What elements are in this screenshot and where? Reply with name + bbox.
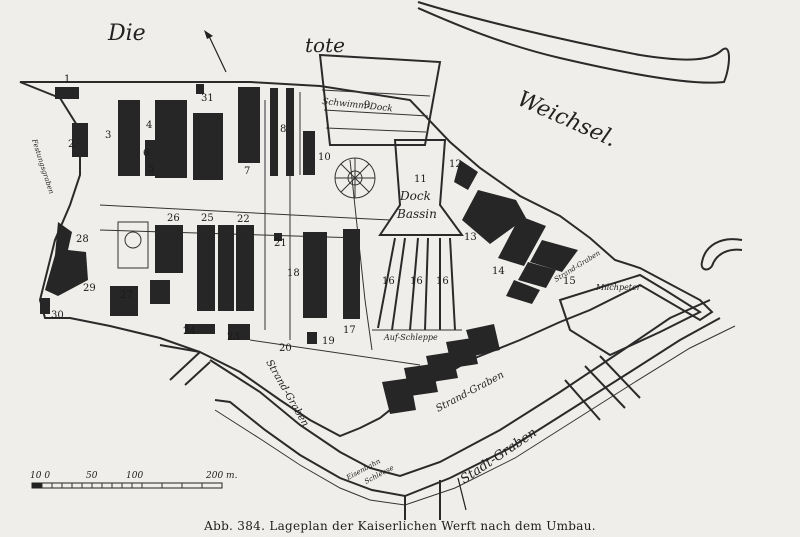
dock-bassin: [378, 139, 464, 236]
label-tote: tote: [305, 33, 345, 57]
scale-tick-50: 50: [86, 471, 98, 481]
label-num-3: 3: [105, 130, 111, 141]
label-die: Die: [107, 21, 146, 46]
label-num-22: 22: [237, 214, 250, 225]
canal-stub-left: [169, 351, 211, 386]
label-num-15: 15: [563, 276, 576, 287]
label-num-7: 7: [244, 166, 250, 177]
river-bank-line: [417, 1, 730, 84]
label-num-24: 24: [183, 326, 196, 337]
label-num-30: 30: [51, 310, 64, 321]
label-dock: Dock: [399, 189, 431, 203]
harbor-basin: [558, 273, 703, 357]
north-arrow-icon: [204, 30, 227, 73]
schwimm-dock-grid: [321, 89, 431, 133]
label-weichsel: Weichsel.: [514, 87, 621, 153]
label-num-13: 13: [464, 232, 477, 243]
slipways: [377, 237, 456, 331]
label-num-9: 9: [364, 100, 370, 111]
label-num-14: 14: [492, 266, 505, 277]
label-stadt-graben: Stadt-Graben: [458, 425, 540, 487]
bank-fragment: [700, 238, 743, 271]
label-num-11: 11: [414, 174, 427, 185]
label-num-29: 29: [83, 283, 96, 294]
label-num-31: 31: [201, 93, 214, 104]
garden-ornament: [117, 221, 149, 269]
label-num-16c: 16: [436, 276, 449, 287]
label-auf-schleppe: Auf-Schleppe: [383, 333, 438, 342]
label-num-19: 19: [322, 336, 335, 347]
label-num-4: 4: [146, 120, 152, 131]
rosette-ornament: [334, 157, 376, 199]
canal-bank: [214, 325, 736, 506]
label-num-12: 12: [449, 159, 462, 170]
canal-stub-right: [564, 355, 641, 421]
label-num-18: 18: [287, 268, 300, 279]
scale-bar: 10 0 50 100 200 m.: [30, 471, 238, 489]
label-festungsgraben: Festungsgraben: [30, 137, 56, 195]
label-num-23: 23: [227, 332, 240, 343]
label-num-27: 27: [120, 290, 133, 301]
label-num-1: 1: [64, 74, 70, 85]
label-num-21: 21: [274, 238, 287, 249]
label-num-16b: 16: [410, 276, 423, 287]
figure-caption: Abb. 384. Lageplan der Kaiserlichen Werf…: [204, 519, 596, 533]
scale-tick-100: 100: [126, 471, 143, 481]
label-num-20: 20: [279, 343, 292, 354]
label-num-25: 25: [201, 213, 214, 224]
schwimm-dock: [318, 53, 442, 146]
label-num-5: 5: [148, 164, 154, 175]
label-num-6: 6: [143, 148, 149, 159]
label-num-26: 26: [167, 213, 180, 224]
scale-tick-200: 200 m.: [205, 471, 238, 481]
scale-tick-0: 10 0: [30, 471, 50, 481]
buildings: [40, 84, 578, 414]
canal-stub-bottom: [404, 480, 441, 520]
label-milchpeter: Milchpeter: [595, 283, 642, 292]
label-bassin: Bassin: [396, 207, 437, 221]
south-arrow-icon: [457, 477, 467, 511]
label-num-8: 8: [280, 124, 286, 135]
label-num-16a: 16: [382, 276, 395, 287]
label-num-17: 17: [343, 325, 356, 336]
label-num-28: 28: [76, 234, 89, 245]
label-num-2: 2: [68, 139, 74, 150]
label-num-10: 10: [318, 152, 331, 163]
